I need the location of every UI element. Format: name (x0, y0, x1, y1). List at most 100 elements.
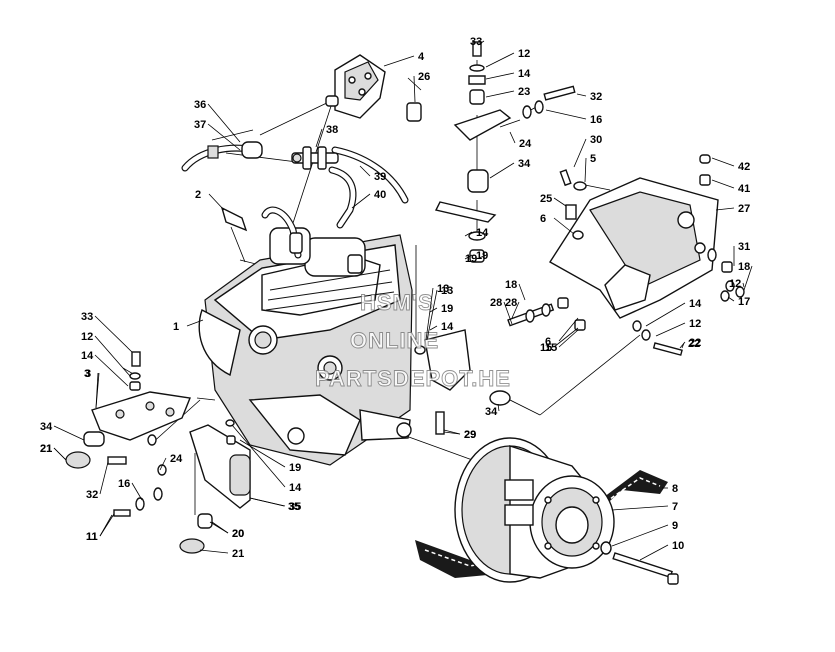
callout-42-cap-leader (711, 157, 735, 167)
callout-35-repeat-27-leader (249, 497, 286, 507)
callout-33-bolt-top: 33 (470, 36, 482, 48)
callout-34-rubber-mount-top: 34 (518, 158, 531, 170)
callout-24-repeat-21-leader (159, 457, 167, 471)
watermark-line-3: PARTSDEPOT.HE (315, 366, 511, 391)
callout-22-repeat-10: 22 (689, 337, 701, 349)
callout-35-support-bracket: 35 (288, 501, 300, 513)
callout-34-repeat-17: 34 (40, 421, 53, 433)
callout-4-engine-mount-bracket-top: 4 (418, 51, 425, 63)
callout-19-nut-lower-leader (478, 255, 485, 259)
callout-14-repeat-1-leader (464, 231, 473, 237)
callout-1-engine: 1 (173, 321, 179, 333)
callout-14-repeat-26: 14 (289, 482, 302, 494)
callout-19-repeat-2-leader (464, 254, 473, 260)
callout-28-repeat-4-leader (511, 301, 520, 319)
engine-plate (549, 177, 719, 319)
callout-37-hose-clamp: 37 (194, 119, 206, 131)
callout-34-repeat-7: 34 (485, 406, 498, 418)
hose-connector (291, 146, 339, 170)
callout-25-bolt-plate-left: 25 (540, 193, 552, 205)
callout-12-repeat-0-leader (742, 282, 745, 288)
callout-12-washer-top-leader (485, 52, 515, 68)
callout-14-repeat-8-leader (645, 302, 686, 327)
callout-26-rubber-clip-leader (413, 75, 416, 103)
rubber-clip (406, 102, 422, 122)
callout-7-drive-clutch: 7 (672, 501, 678, 513)
callout-12-repeat-14-leader (94, 335, 131, 377)
callout-14-repeat-26-leader (231, 424, 286, 488)
bolt-plate (559, 169, 587, 191)
callout-27-engine-plate-leader (715, 207, 735, 211)
callout-13-stud: 13 (441, 285, 453, 297)
callout-2-spring-clip: 2 (195, 189, 201, 201)
callout-19-repeat-5-leader (429, 307, 438, 313)
callout-30-bolt-plate: 30 (590, 134, 602, 146)
top-mount-stack (434, 41, 512, 263)
hose-assembly (181, 141, 409, 229)
callout-16-washer-upper-right-leader (545, 109, 587, 120)
callout-3-repeat-16: 3 (85, 368, 91, 380)
callout-36-hose-left-leader (207, 103, 241, 143)
callout-39-hose-right-upper: 39 (374, 171, 386, 183)
callout-12-repeat-14: 12 (81, 331, 93, 343)
clutch-bolt (612, 552, 679, 585)
callout-7-drive-clutch-leader (611, 505, 669, 511)
bolt-plate-left (565, 204, 584, 240)
watermark-line-1: HSM'S (360, 290, 434, 315)
callout-26-rubber-clip: 26 (418, 71, 430, 83)
callout-16-repeat-20: 16 (118, 478, 130, 490)
callout-28-bolt-long: 28 (490, 297, 502, 309)
callout-9-washer-clutch-leader (611, 524, 669, 547)
callout-41-nut-cap: 41 (738, 183, 750, 195)
callout-34-rubber-mount-top-leader (489, 162, 515, 179)
callout-17-washer-right-leader (727, 296, 735, 302)
rubber-mount-mid (489, 390, 511, 406)
callout-18-repeat-3-leader (518, 283, 526, 301)
callout-19-repeat-25: 19 (289, 462, 301, 474)
callout-19-repeat-25-leader (239, 439, 286, 468)
callout-32-bolt-upper-right: 32 (590, 91, 602, 103)
callout-15-repeat-12: 15 (545, 342, 557, 354)
callout-34-repeat-17-leader (53, 425, 85, 441)
callout-21-repeat-24: 21 (232, 548, 244, 560)
callout-28-bolt-long-leader (503, 301, 513, 325)
callout-23-spacer-top: 23 (518, 86, 530, 98)
bolt-long (507, 297, 586, 331)
nut-small (574, 319, 586, 331)
callout-14-repeat-6-leader (429, 325, 438, 331)
callout-14-repeat-6: 14 (441, 321, 454, 333)
cap (699, 154, 711, 164)
callout-38-hose-connector-leader (315, 128, 323, 148)
callout-15-nut-small: 15 (540, 342, 552, 354)
callout-14-repeat-1: 14 (476, 227, 489, 239)
right-washers (707, 248, 745, 302)
callout-21-repeat-18-leader (53, 447, 67, 461)
support-bracket (179, 419, 251, 554)
callout-25-bolt-plate-left-leader (553, 197, 567, 207)
hose-clamp (241, 141, 263, 159)
callout-14-repeat-15-leader (94, 354, 129, 387)
callout-22-repeat-10-leader (679, 341, 686, 349)
callout-36-hose-left: 36 (194, 99, 206, 111)
callout-24-washer-bracket: 24 (519, 138, 532, 150)
callout-29-bolt-lower: 29 (464, 429, 476, 441)
callout-5-washer-plate-leader (584, 157, 587, 183)
callout-33-repeat-13-leader (94, 315, 133, 353)
callout-35-repeat-27: 35 (289, 501, 301, 513)
callout-32-bolt-upper-right-leader (576, 93, 587, 97)
mid-bracket (414, 329, 511, 435)
callout-6-washer-plate-left: 6 (540, 213, 546, 225)
rubber-foot-left (65, 451, 91, 469)
callout-16-washer-upper-right: 16 (590, 114, 602, 126)
callout-12-repeat-9-leader (655, 322, 686, 337)
callout-19-repeat-5: 19 (441, 303, 453, 315)
callout-10-clutch-bolt: 10 (672, 540, 684, 552)
callout-20-repeat-23-leader (209, 521, 229, 534)
engine (198, 206, 413, 466)
callout-20-repeat-23: 20 (232, 528, 244, 540)
engine-mount-bracket-top (325, 54, 386, 119)
callout-12-repeat-9: 12 (689, 318, 701, 330)
callout-30-bolt-plate-leader (573, 138, 587, 168)
